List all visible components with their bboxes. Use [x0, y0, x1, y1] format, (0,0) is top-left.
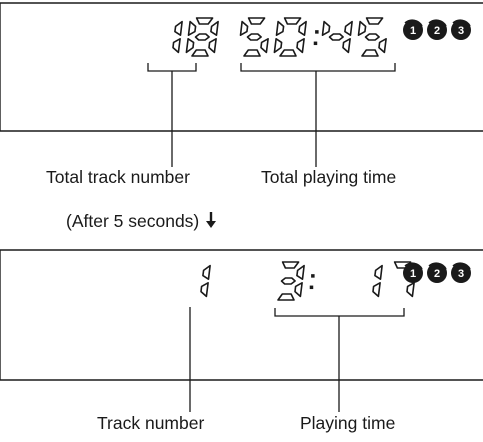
colon-dot: [311, 274, 315, 278]
digit-segment: [296, 264, 305, 281]
digit-segment: [174, 20, 183, 37]
digit-segment: [365, 17, 384, 25]
digit-segment: [280, 277, 296, 285]
digit-segment: [202, 264, 211, 281]
disc-indicator-label: 1: [410, 25, 416, 37]
seven-seg-total-time: [239, 17, 387, 57]
disc-indicator-icon: [403, 263, 423, 283]
seven-seg-track: [200, 264, 211, 298]
digit-segment: [275, 20, 285, 37]
digit-segment: [344, 20, 353, 37]
digit-segment: [372, 281, 381, 298]
disc-indicator-arc: [428, 19, 447, 27]
digit-segment: [246, 33, 262, 41]
digit-segment: [357, 20, 367, 37]
digit-segment: [378, 37, 387, 54]
disc-indicator-label: 3: [458, 25, 464, 37]
disc-indicator-label: 1: [410, 268, 416, 280]
digit-segment: [210, 20, 219, 37]
digit-segment: [298, 20, 307, 37]
disc-indicator-icon: [427, 20, 447, 40]
indicator-group-2: 1 2 3: [403, 262, 471, 283]
display-panel-frame-2: [0, 249, 483, 381]
digit-segment: [361, 49, 379, 57]
disc-indicator-icon: [403, 20, 423, 40]
digit-segment: [328, 33, 344, 41]
display-panel-frame-1: [0, 2, 483, 132]
digit-segment: [277, 293, 295, 301]
digit-segment: [243, 49, 261, 57]
digit-segment: [321, 20, 331, 37]
digit-segment: [406, 281, 415, 298]
disc-indicator-icon: [451, 20, 471, 40]
digit-segment: [239, 20, 249, 37]
disc-indicator-label: 2: [434, 25, 440, 37]
disc-indicator-arc: [452, 262, 471, 270]
disc-indicator-icon: [451, 263, 471, 283]
seven-seg-time: [277, 261, 417, 301]
digit-segment: [279, 49, 297, 57]
disc-indicator-arc: [404, 19, 423, 27]
transition-text: (After 5 seconds): [66, 211, 200, 231]
bracket-time-2: [274, 308, 405, 412]
bracket-time-1: [240, 63, 396, 167]
digit-segment: [260, 37, 269, 54]
colon-dot: [313, 41, 318, 46]
callout-total-track-number: Total track number: [46, 167, 190, 187]
indicator-group-1: 1 2 3: [403, 19, 471, 40]
callout-total-playing-time: Total playing time: [261, 167, 397, 187]
digit-segment: [200, 281, 209, 298]
digit-segment: [247, 17, 266, 25]
disc-indicator-label: 3: [458, 268, 464, 280]
digit-segment: [208, 37, 217, 54]
digit-segment: [294, 281, 303, 298]
disc-indicator-arc: [404, 262, 423, 270]
digit-segment: [195, 17, 214, 25]
digit-segment: [273, 37, 283, 54]
digit-segment: [283, 17, 302, 25]
digit-segment: [296, 37, 305, 54]
disc-indicator-icon: [427, 263, 447, 283]
bracket-track-1: [147, 63, 197, 167]
transition-note: (After 5 seconds): [66, 211, 217, 233]
digit-segment: [191, 49, 209, 57]
colon-dot: [309, 285, 314, 290]
disc-indicator-arc: [452, 19, 471, 27]
down-arrow-icon: [205, 211, 217, 233]
seven-seg-track-count: [172, 17, 219, 57]
digit-segment: [342, 37, 351, 54]
digit-segment: [187, 20, 197, 37]
digit-segment: [364, 33, 380, 41]
disc-indicator-arc: [428, 262, 447, 270]
colon-dot: [315, 30, 319, 34]
callout-track-number: Track number: [97, 413, 205, 433]
callout-playing-time: Playing time: [300, 413, 396, 433]
digit-segment: [281, 261, 300, 269]
digit-segment: [172, 37, 181, 54]
digit-segment: [185, 37, 195, 54]
digit-segment: [194, 33, 210, 41]
disc-indicator-label: 2: [434, 268, 440, 280]
digit-segment: [374, 264, 383, 281]
